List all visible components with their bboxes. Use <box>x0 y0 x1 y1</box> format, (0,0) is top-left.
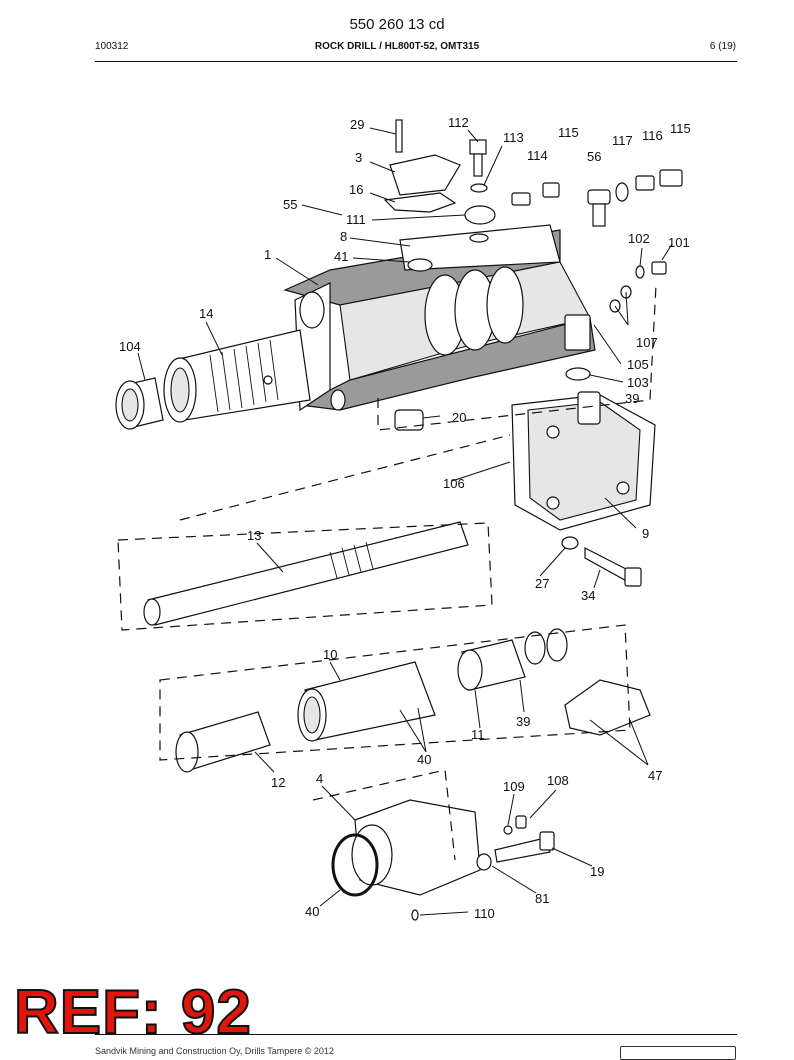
document-number: 550 260 13 cd <box>349 16 445 33</box>
callout-label: 105 <box>627 357 649 372</box>
callout-label: 39 <box>625 391 639 406</box>
callout-label: 81 <box>535 891 549 906</box>
front-head-part <box>331 799 555 921</box>
callout-label: 14 <box>199 306 213 321</box>
callout-label: 110 <box>474 906 495 921</box>
callout-label: 16 <box>349 182 363 197</box>
callout-label: 114 <box>527 148 548 163</box>
ref-stamp: REF: 92 <box>13 978 252 1047</box>
page-indicator: 6 (19) <box>709 41 736 52</box>
banjo-bolt-part <box>464 139 496 243</box>
callout-label: 10 <box>323 647 337 662</box>
callout-label: 117 <box>612 133 633 148</box>
callout-label: 13 <box>247 528 261 543</box>
callout-label: 102 <box>628 231 650 246</box>
callout-label: 47 <box>648 768 662 783</box>
piston-part <box>143 521 469 626</box>
callout-label: 40 <box>305 904 319 919</box>
document-title: ROCK DRILL / HL800T-52, OMT315 <box>314 41 480 52</box>
header-rule <box>95 61 737 62</box>
callout-label: 41 <box>334 249 348 264</box>
callout-label: 56 <box>587 149 601 164</box>
callout-label: 116 <box>642 128 663 143</box>
callout-label: 11 <box>471 727 485 742</box>
callout-label: 19 <box>590 864 604 879</box>
callout-label: 112 <box>448 115 469 130</box>
callout-label: 106 <box>443 476 465 491</box>
callout-label: 27 <box>535 576 549 591</box>
callout-label: 40 <box>417 752 431 767</box>
callout-label: 103 <box>627 375 649 390</box>
bolt-part <box>561 536 642 587</box>
callout-label: 12 <box>271 775 285 790</box>
callout-label: 109 <box>503 779 525 794</box>
callout-label: 111 <box>346 212 366 227</box>
callout-label: 115 <box>670 121 691 136</box>
footer-rule <box>95 1034 737 1035</box>
housing-part <box>283 224 596 412</box>
back-head-part <box>511 391 656 531</box>
callout-label: 104 <box>119 339 141 354</box>
callout-label: 115 <box>558 125 579 140</box>
callout-label: 8 <box>340 229 347 244</box>
callout-label: 108 <box>547 773 569 788</box>
callout-label: 113 <box>503 130 524 145</box>
callout-label: 34 <box>581 588 595 603</box>
callout-label: 39 <box>516 714 530 729</box>
callout-label: 107 <box>636 335 658 350</box>
callout-label: 3 <box>355 150 362 165</box>
fittings-part <box>394 169 683 431</box>
assembly-lines <box>117 284 657 861</box>
callout-label: 20 <box>452 410 466 425</box>
footer-copyright: Sandvik Mining and Construction Oy, Dril… <box>95 1046 334 1056</box>
valve-part <box>175 628 651 773</box>
cover-part <box>383 119 461 213</box>
callout-label: 1 <box>264 247 271 262</box>
callout-label: 29 <box>350 117 364 132</box>
sleeve-part <box>163 329 311 423</box>
bushing-part <box>115 377 164 430</box>
callout-label: 101 <box>668 235 690 250</box>
callout-label: 55 <box>283 197 297 212</box>
sandvik-logo-icon <box>620 1046 736 1060</box>
callout-labels: 29 112 113 115 3 114 56 117 116 115 16 5… <box>119 115 691 921</box>
leader-lines <box>137 127 673 916</box>
callout-label: 9 <box>642 526 649 541</box>
document-code: 100312 <box>95 41 129 52</box>
callout-label: 4 <box>316 771 323 786</box>
